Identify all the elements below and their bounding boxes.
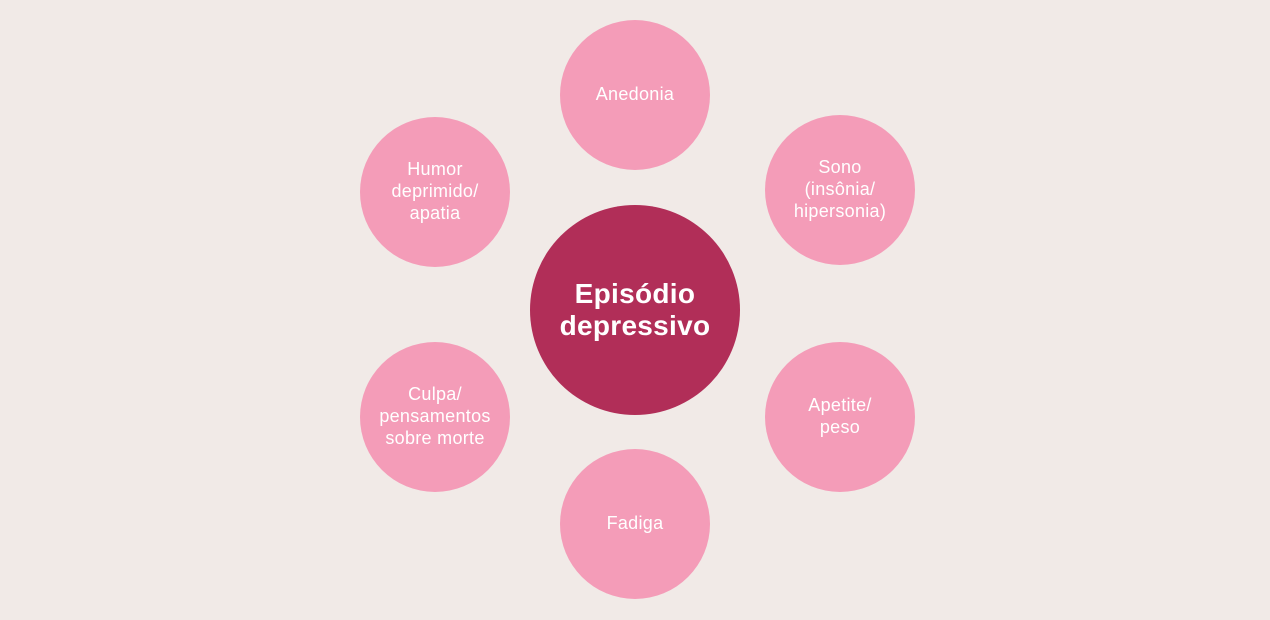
satellite-node-sono-insonia-hipersonia: Sono (insônia/ hipersonia): [765, 115, 915, 265]
satellite-node-humor-deprimido-apatia: Humor deprimido/ apatia: [360, 117, 510, 267]
satellite-node-label: Fadiga: [606, 513, 664, 534]
satellite-node-label: Apetite/ peso: [808, 395, 872, 437]
satellite-node-label: Anedonia: [595, 84, 675, 105]
satellite-node-label: Culpa/ pensamentos sobre morte: [379, 384, 491, 448]
satellite-node-culpa-pensamentos-sobre-morte: Culpa/ pensamentos sobre morte: [360, 342, 510, 492]
satellite-node-label: Humor deprimido/ apatia: [391, 159, 479, 223]
satellite-node-label: Sono (insônia/ hipersonia): [793, 157, 887, 221]
satellite-node-fadiga: Fadiga: [560, 449, 710, 599]
central-node-label: Episódio depressivo: [559, 277, 711, 341]
central-node-episodio-depressivo: Episódio depressivo: [530, 205, 740, 415]
satellite-node-apetite-peso: Apetite/ peso: [765, 342, 915, 492]
satellite-node-anedonia: Anedonia: [560, 20, 710, 170]
